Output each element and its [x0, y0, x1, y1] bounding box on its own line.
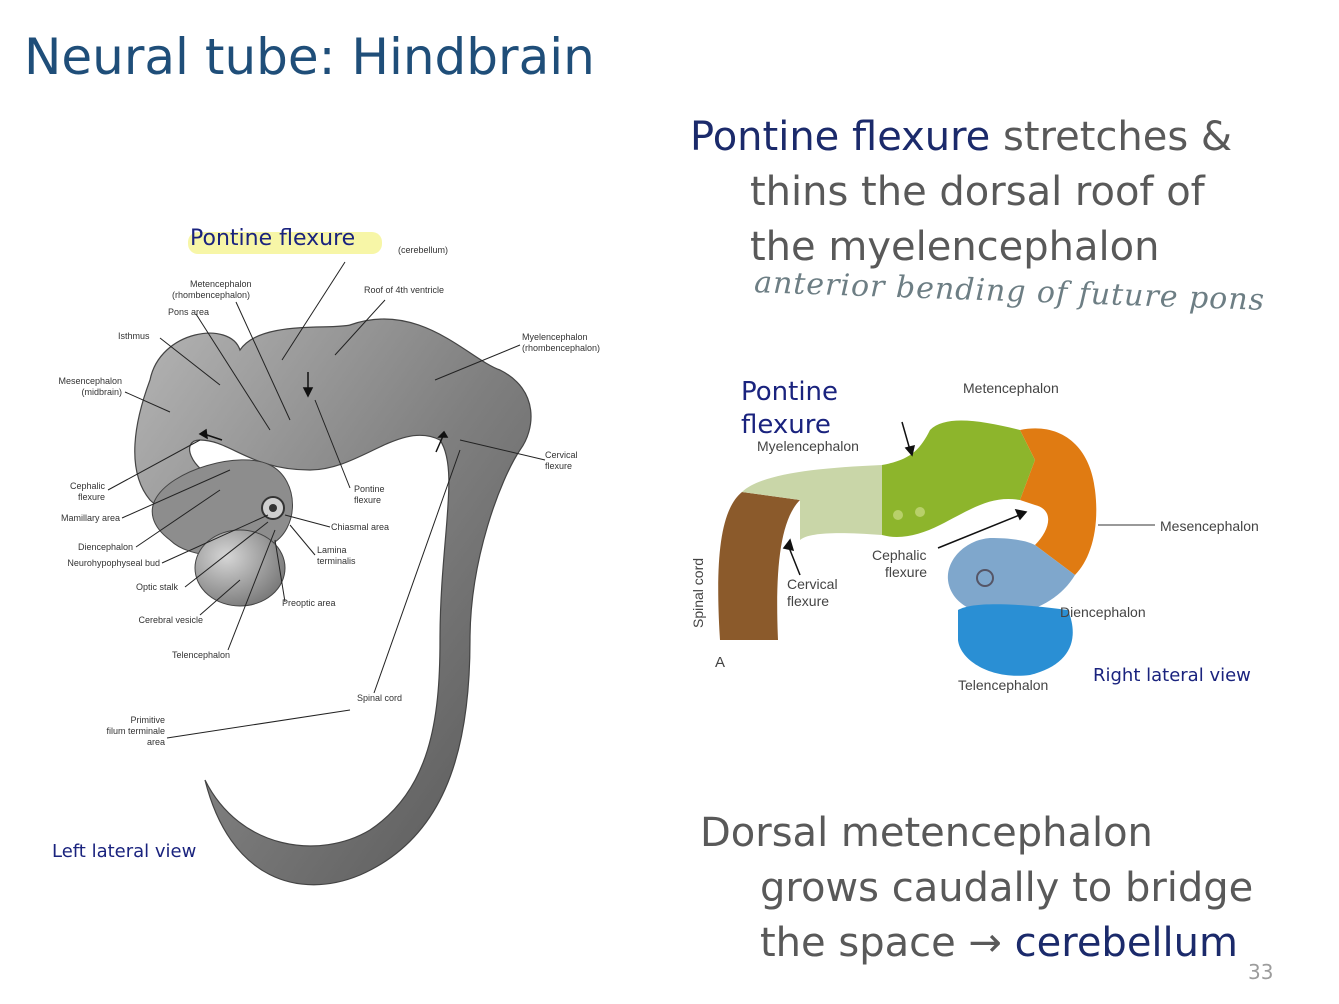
- mesencephalon-segment: [1020, 428, 1097, 575]
- label-neurohypophyseal-bud: Neurohypophyseal bud: [67, 558, 160, 568]
- flexure-arrows: [198, 372, 449, 453]
- label-mamillary-area: Mamillary area: [60, 513, 120, 523]
- r-label-diencephalon: Diencephalon: [1060, 604, 1146, 620]
- text-line: stretches &: [990, 114, 1233, 160]
- text-line: thins the dorsal roof of: [750, 169, 1205, 215]
- diencephalon-segment: [947, 538, 1075, 615]
- cerebellum-text: Dorsal metencephalon grows caudally to b…: [700, 806, 1330, 971]
- yellow-highlight: [188, 232, 382, 254]
- page-number: 33: [1248, 960, 1274, 984]
- label-lamina-2: terminalis: [317, 556, 356, 566]
- label-midbrain: (midbrain): [81, 387, 122, 397]
- label-pontine-flexure-2: flexure: [354, 495, 382, 505]
- label-cerebellum: (cerebellum): [398, 245, 449, 255]
- label-cervical-flexure-2: flexure: [545, 461, 573, 471]
- right-lateral-embryo-drawing: [718, 420, 1155, 676]
- r-label-spinal-cord: Spinal cord: [690, 557, 706, 628]
- pontine-flexure-text: Pontine flexure stretches & thins the do…: [690, 110, 1290, 275]
- label-isthmus: Isthmus: [118, 331, 150, 341]
- text-line: the space: [760, 920, 969, 966]
- arrow-icon: →: [968, 920, 1002, 966]
- pontine-flexure-label-right: Pontine flexure: [741, 377, 839, 440]
- label-lamina-1: Lamina: [317, 545, 347, 555]
- right-flexure-arrows: [782, 421, 1028, 576]
- label-primitive-2: filum terminale: [106, 726, 165, 736]
- label-cervical-flexure-1: Cervical: [545, 450, 578, 460]
- panel-letter: A: [715, 654, 726, 671]
- label-primitive-3: area: [146, 737, 165, 747]
- right-figure-caption: Right lateral view: [1093, 665, 1251, 686]
- r-label-metencephalon: Metencephalon: [963, 380, 1059, 396]
- label-cephalic-flexure-2: flexure: [77, 492, 105, 502]
- cerebral-vesicle: [194, 529, 286, 607]
- text-line: Dorsal metencephalon: [700, 810, 1153, 856]
- pontine-flexure-label-left: Pontine flexure: [190, 226, 356, 251]
- leader-lines: [107, 261, 546, 739]
- label-roof-4th-ventricle: Roof of 4th ventricle: [364, 285, 445, 295]
- r-label-cephalic-2: flexure: [885, 564, 928, 580]
- r-label-mesencephalon: Mesencephalon: [1160, 518, 1259, 534]
- diencephalon-region: [151, 459, 293, 557]
- label-myel-rhombencephalon: (rhombencephalon): [522, 343, 601, 353]
- myelencephalon-segment: [742, 465, 882, 540]
- r-label-telencephalon: Telencephalon: [958, 677, 1049, 693]
- spinal-cord-segment: [718, 492, 800, 640]
- label-chiasmal-area: Chiasmal area: [331, 522, 390, 532]
- label-rhombencephalon: (rhombencephalon): [172, 290, 251, 300]
- label-pontine-flexure-1: Pontine: [354, 484, 385, 494]
- metencephalon-segment: [882, 420, 1035, 537]
- cerebellum-term: cerebellum: [1014, 920, 1238, 966]
- text-line: the myelencephalon: [750, 224, 1160, 270]
- left-lateral-embryo-drawing: [107, 261, 546, 886]
- label-primitive-1: Primitive: [130, 715, 165, 725]
- label-pons-area: Pons area: [168, 307, 210, 317]
- optic-eye: [976, 569, 994, 587]
- r-label-cervical-2: flexure: [787, 593, 830, 609]
- label-preoptic-area: Preoptic area: [282, 598, 336, 608]
- slide-title: Neural tube: Hindbrain: [24, 28, 595, 86]
- label-cephalic-flexure-1: Cephalic: [69, 481, 105, 491]
- label-optic-stalk: Optic stalk: [135, 582, 178, 592]
- label-telencephalon: Telencephalon: [172, 650, 231, 660]
- neural-tube-arch: [134, 318, 532, 886]
- label-mesencephalon: Mesencephalon: [58, 376, 122, 386]
- pontine-flexure-term: Pontine flexure: [690, 114, 991, 160]
- left-figure-caption: Left lateral view: [52, 841, 197, 862]
- telencephalon-segment: [958, 604, 1073, 676]
- r-label-cephalic-1: Cephalic: [872, 547, 927, 563]
- label-diencephalon: Diencephalon: [77, 542, 133, 552]
- text-line: grows caudally to bridge: [760, 865, 1254, 911]
- label-cerebral-vesicle: Cerebral vesicle: [138, 615, 203, 625]
- r-label-myelencephalon: Myelencephalon: [757, 438, 859, 454]
- label-spinal-cord: Spinal cord: [357, 693, 403, 703]
- label-metencephalon: Metencephalon: [190, 279, 252, 289]
- label-myelencephalon: Myelencephalon: [522, 332, 588, 342]
- r-label-cervical-1: Cervical: [787, 576, 838, 592]
